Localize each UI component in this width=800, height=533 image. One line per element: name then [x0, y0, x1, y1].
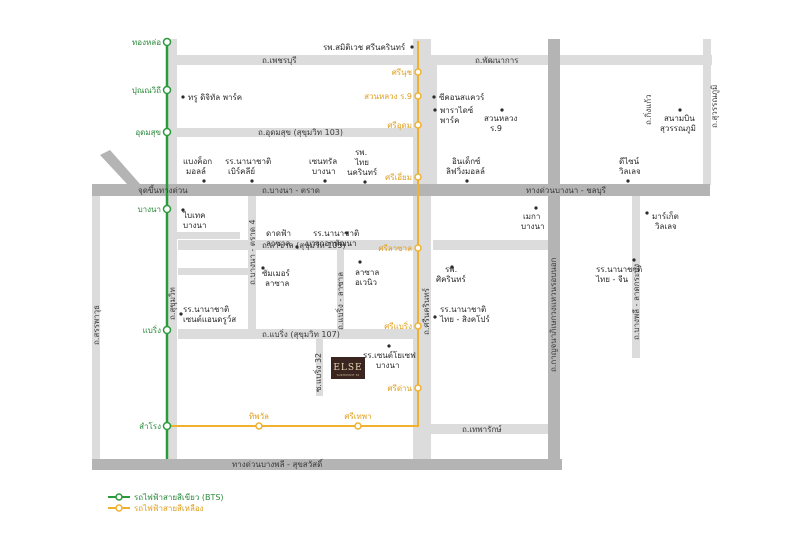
- place-label: ไทย - จีน: [595, 275, 629, 284]
- station-label: ศรีอุดม: [387, 121, 412, 130]
- place-label: นครินทร์: [347, 167, 378, 177]
- place-label: รพ.สมิติเวช ศรีนครินทร์: [323, 42, 406, 52]
- place-label: มาร์เก็ต: [652, 211, 679, 221]
- road-label: ถ.อุดมสุข (สุขุมวิท 103): [258, 128, 343, 137]
- road-label: ถ.พัฒนาการ: [475, 56, 519, 65]
- bts-yellow-line: [167, 41, 419, 427]
- road-label: ถ.เพชรบุรี: [262, 56, 297, 65]
- station-label: ศรีเทพา: [344, 412, 371, 421]
- legend-yellow-label: รถไฟฟ้าสายสีเหลือง: [134, 504, 204, 513]
- road-label: ถ.ศรีนครินทร์: [421, 287, 431, 335]
- place-label: รพ.: [355, 148, 367, 157]
- place-label: อินเด็กซ์: [452, 156, 481, 166]
- place-label: บางนา: [312, 167, 335, 176]
- road-label: ถ.กาญจนาภิเษกวงแหวนรอบนอก: [549, 257, 558, 372]
- place-label: มอลล์: [186, 166, 206, 176]
- place-label: ลิฟวิ่งมอลล์: [446, 165, 485, 176]
- project-marker: ELSE SUKHUMVIT 32: [331, 357, 365, 379]
- road-label: ถ.กิ่งแก้ว: [642, 94, 653, 125]
- road-label: ทางด่วนบางนา - ชลบุรี: [526, 186, 607, 195]
- place-label: รร.นานาชาติ: [225, 157, 271, 166]
- place-label: เบิร์คลีย์: [228, 166, 255, 176]
- place-label: พาร์ค: [440, 115, 459, 125]
- legend-green-label: รถไฟฟ้าสายสีเขียว (BTS): [134, 493, 224, 502]
- yellow-stations: ศรีนุช สวนหลวง ร.9 ศรีอุดม ศรีเอี่ยม ศรี…: [249, 68, 422, 430]
- station-label: ศรีด่าน: [387, 384, 412, 393]
- place-label: รพ.: [445, 265, 457, 274]
- place-label: รร.นานาชาติ: [183, 305, 229, 314]
- place-label: ซัมเมอร์: [262, 268, 291, 278]
- legend-yellow-icon: [115, 504, 123, 512]
- road-label: ถ.แบริ่ง (สุขุมวิท 107): [262, 328, 340, 339]
- green-stations: ทองหล่อ ปุณณวิถี อุดมสุข บางนา แบริ่ง สำ…: [132, 37, 172, 431]
- station-label: ศรีแบริ่ง: [384, 320, 412, 331]
- legend-green-icon: [115, 493, 123, 501]
- place-label: ไทย - สิงคโปร์: [439, 314, 490, 324]
- road-label: จุดขึ้นทางด่วน: [138, 184, 188, 195]
- place-label: ไทย: [354, 158, 369, 167]
- station-label: ศรีเอี่ยม: [385, 171, 412, 182]
- place-label: ดาดฟ้า: [266, 229, 291, 238]
- places: รพ.สมิติเวช ศรีนครินทร์ ทรู ดิจิทัล พาร์…: [179, 42, 696, 370]
- station-label: ปุณณวิถี: [132, 86, 161, 95]
- major-roads: [92, 39, 710, 470]
- place-label: รร.นานาชาติ: [313, 229, 359, 238]
- place-label: บางนา: [183, 221, 206, 230]
- station-label: บางนา: [138, 205, 161, 214]
- place-label: ซีคอนสแควร์: [439, 92, 485, 102]
- place-label: วิลเลจ: [618, 167, 641, 176]
- place-label: บางกอกพัฒนา: [306, 239, 356, 248]
- place-label: ลาซาล: [265, 279, 289, 288]
- road-label: ถ.บางนา - ตราด 4: [248, 219, 257, 285]
- road-label: ถ.สุขุมวิท: [168, 287, 177, 320]
- place-label: สวนหลวง: [484, 114, 518, 123]
- place-label: ไบเทค: [182, 211, 205, 220]
- road-label: ถ.สรรพาวุธ: [92, 305, 101, 345]
- place-label: ทรู ดิจิทัล พาร์ค: [188, 92, 242, 103]
- road-labels: ถ.เพชรบุรี ถ.พัฒนาการ ถ.อุดมสุข (สุขุมวิ…: [92, 56, 720, 469]
- place-label: เมกา: [523, 212, 540, 221]
- station-label: ศรีนุช: [392, 68, 413, 77]
- station-label: ทองหล่อ: [132, 38, 161, 47]
- road-label: ถ.ลาซาล (สุขุมวิท 105): [262, 241, 346, 250]
- place-label: ศิครินทร์: [436, 274, 466, 284]
- road-label: ซ.แบริ่ง 32: [312, 353, 323, 392]
- road-label: ถ.บางนา - ตราด: [262, 186, 320, 195]
- place-label: บางนา: [521, 222, 544, 231]
- place-label: รร.เซนต์โยเซฟ: [363, 350, 416, 360]
- place-label: เซนต์แอนดรูว์ส: [183, 314, 236, 325]
- place-label: ร.9: [490, 124, 502, 133]
- place-label: พาราไดซ์: [440, 105, 474, 115]
- station-label: สวนหลวง ร.9: [364, 92, 412, 101]
- road-label: ถ.บางพลี - ลาดกระบัง: [632, 264, 641, 340]
- place-label: แบงค็อก: [183, 156, 212, 166]
- place-label: รร.นานาชาติ: [596, 265, 642, 274]
- place-label: อเวนิว: [355, 278, 377, 287]
- place-label: รร.นานาชาติ: [440, 305, 486, 314]
- station-label: สำโรง: [139, 421, 161, 431]
- road-label: ถ.เทพารักษ์: [462, 424, 502, 434]
- project-subtitle: SUKHUMVIT 32: [337, 373, 360, 377]
- road-label: ถ.สุวรรณภูมิ: [710, 85, 720, 128]
- station-label: ทิพวัล: [249, 412, 269, 421]
- road-label: ถ.แบริ่ง - ลาซาล: [334, 272, 345, 330]
- road-label: ทางด่วนบางพลี - สุขสวัสดิ์: [232, 458, 324, 469]
- place-label: ลาซาล: [266, 239, 290, 248]
- place-label: ลาซาล: [355, 268, 379, 277]
- place-label: สนามบิน: [664, 114, 695, 123]
- place-label: ดีไซน์: [619, 156, 640, 166]
- place-label: วิลเลจ: [654, 222, 677, 231]
- project-name: ELSE: [333, 363, 362, 373]
- station-label: ศรีลาซาล: [378, 244, 412, 253]
- station-label: แบริ่ง: [143, 324, 162, 335]
- place-label: เซนทรัล: [309, 157, 337, 166]
- legend: รถไฟฟ้าสายสีเขียว (BTS) รถไฟฟ้าสายสีเหลื…: [108, 493, 224, 513]
- place-label: สุวรรณภูมิ: [660, 124, 696, 134]
- station-label: อุดมสุข: [135, 128, 161, 137]
- place-label: บางนา: [376, 361, 399, 370]
